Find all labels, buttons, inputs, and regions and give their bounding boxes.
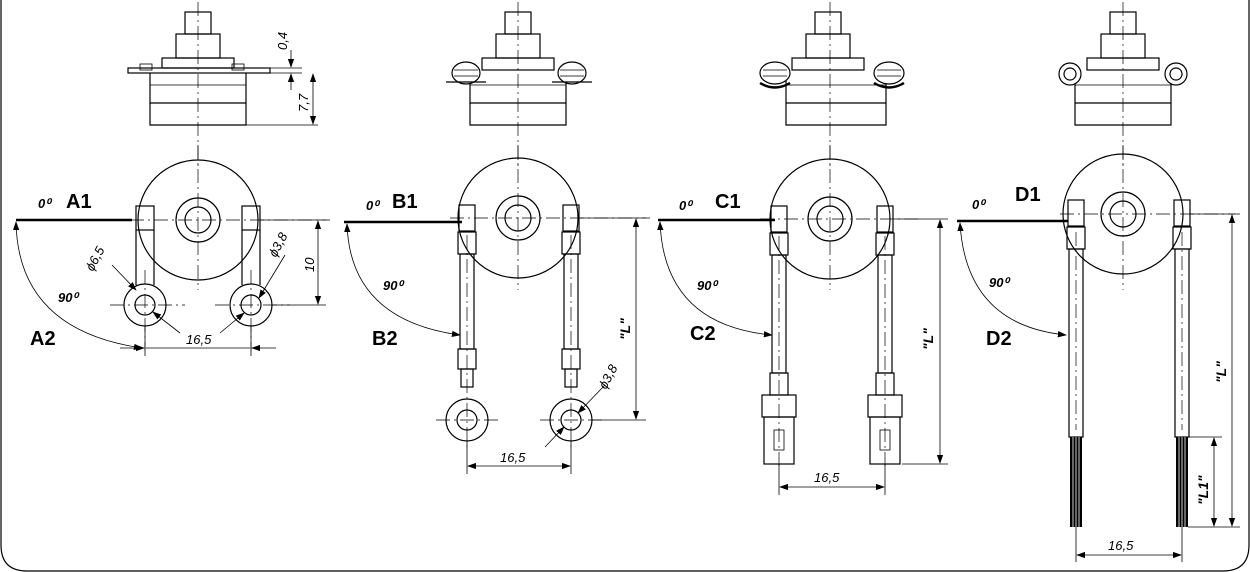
label-a1: A1 <box>66 191 92 213</box>
label-b2: B2 <box>372 328 398 350</box>
dim-length-c: "L" <box>920 328 936 350</box>
plan-view-c: "L" 16,5 0⁰ 90⁰ C1 C2 <box>657 145 948 495</box>
crimp-right-b <box>557 61 587 85</box>
side-view-a: 0,4 7,7 <box>127 2 318 170</box>
crimp-left-b <box>451 61 481 85</box>
label-d2: D2 <box>986 328 1012 350</box>
angle-zero-c: 0⁰ <box>679 198 694 213</box>
angle-ninety-b: 90⁰ <box>383 278 405 293</box>
dim-drop: 10 <box>302 257 317 272</box>
angle-ninety-d: 90⁰ <box>989 275 1011 290</box>
label-c2: C2 <box>690 323 716 345</box>
crimp-left-c <box>759 61 791 85</box>
dim-hole-outer-dia: ϕ6,5 <box>82 243 107 273</box>
label-b1: B1 <box>392 191 418 213</box>
plan-view-b: ϕ3,8 "L" 16,5 0⁰ 90⁰ B1 B2 <box>344 145 650 474</box>
dim-height: 7,7 <box>296 93 311 112</box>
plan-view-d: "L" "L1" 16,5 0⁰ 90⁰ D1 D2 <box>957 145 1240 562</box>
angle-zero-d: 0⁰ <box>972 197 987 212</box>
angle-zero-a: 0⁰ <box>38 196 53 211</box>
wire-end-left-d <box>1058 62 1082 86</box>
dim-length-b: "L" <box>617 318 633 340</box>
side-view-b <box>446 2 592 170</box>
angle-ninety-a: 90⁰ <box>58 290 80 305</box>
dim-pitch-c: 16,5 <box>814 470 840 485</box>
variant-c: "L" 16,5 0⁰ 90⁰ C1 C2 <box>657 2 948 495</box>
dim-flange-thickness: 0,4 <box>275 32 290 50</box>
side-view-c <box>759 2 905 170</box>
dim-pitch-a: 16,5 <box>186 332 212 347</box>
dim-hole-dia-b: ϕ3,8 <box>595 361 620 391</box>
label-a2: A2 <box>30 328 56 350</box>
dim-strip-length-d: "L1" <box>1195 475 1211 505</box>
dim-length-d: "L" <box>1213 361 1229 383</box>
dim-pitch-d: 16,5 <box>1108 538 1134 553</box>
angle-zero-b: 0⁰ <box>366 198 381 213</box>
label-d1: D1 <box>1015 184 1041 206</box>
variant-d: "L" "L1" 16,5 0⁰ 90⁰ D1 D2 <box>957 2 1240 562</box>
label-c1: C1 <box>715 191 741 213</box>
wire-end-right-d <box>1164 62 1188 86</box>
dim-hole-inner-dia: ϕ3,8 <box>265 229 290 259</box>
angle-ninety-c: 90⁰ <box>697 278 719 293</box>
plan-view-a: ϕ6,5 ϕ3,8 10 16,5 0⁰ 90⁰ A1 A2 <box>13 145 330 356</box>
dim-pitch-b: 16,5 <box>500 450 526 465</box>
variant-b: ϕ3,8 "L" 16,5 0⁰ 90⁰ B1 B2 <box>344 2 650 474</box>
side-view-d <box>1058 2 1188 170</box>
variant-a: 0,4 7,7 <box>13 2 330 356</box>
crimp-right-c <box>873 61 905 85</box>
